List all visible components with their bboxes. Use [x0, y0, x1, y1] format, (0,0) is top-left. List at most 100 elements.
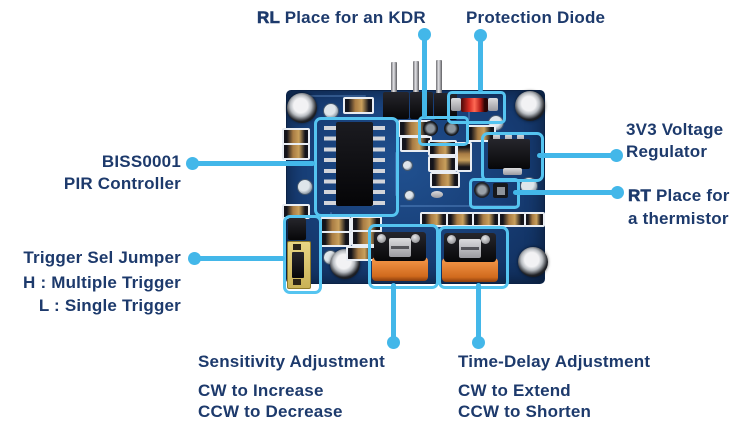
label-sensitivity: Sensitivity Adjustment CW to Increase CC… — [198, 351, 385, 422]
label-rl-text: Place for an KDR — [284, 8, 426, 27]
label-regulator-line2: Regulator — [626, 141, 708, 161]
header-pin — [413, 61, 419, 95]
leader-line-rl — [422, 36, 427, 118]
label-time-delay-sub: CW to Extend CCW to Shorten — [458, 380, 650, 422]
label-rl-prefix: RL — [257, 8, 280, 28]
ic-pins — [324, 126, 337, 208]
solder-pad — [431, 191, 443, 198]
leader-dot — [387, 336, 400, 349]
label-time-delay-line1: CW to Extend — [458, 381, 571, 400]
label-trigger-sub: H : Multiple Trigger L : Single Trigger — [0, 271, 181, 317]
leader-dot — [474, 29, 487, 42]
smd-component — [456, 142, 472, 172]
ic-pins — [372, 126, 385, 208]
highlight-box-protection-diode — [447, 91, 506, 124]
highlight-box-rl — [418, 116, 469, 146]
smd-component — [343, 97, 374, 114]
leader-line-protection-diode — [478, 36, 483, 92]
label-sensitivity-line1: CW to Increase — [198, 381, 324, 400]
leader-line-controller — [192, 161, 315, 166]
smd-component — [282, 143, 310, 160]
highlight-box-jumper — [283, 215, 322, 294]
jumper-pin-slot — [293, 279, 301, 285]
smd-component — [428, 156, 457, 172]
time-delay-potentiometer — [442, 258, 498, 282]
header-pin — [391, 62, 397, 95]
sensitivity-potentiometer — [372, 257, 428, 281]
leader-dot — [186, 157, 199, 170]
label-trigger-title: Trigger Sel Jumper — [23, 248, 181, 267]
leader-dot — [188, 252, 201, 265]
pot-screw-slot — [391, 246, 409, 249]
protection-diode — [461, 98, 488, 112]
smd-component — [524, 212, 545, 227]
smd-component — [430, 172, 460, 188]
label-sensitivity-title: Sensitivity Adjustment — [198, 352, 386, 371]
leader-line-regulator — [537, 153, 614, 158]
rt-pad-square-center — [497, 187, 505, 195]
via-hole — [402, 160, 413, 171]
label-rt-prefix: RT — [628, 186, 652, 206]
label-controller-line2: PIR Controller — [63, 174, 181, 193]
pot-corner-screw — [411, 234, 420, 243]
round-capacitor — [515, 91, 545, 121]
smd-component — [472, 212, 500, 227]
rt-pad-round — [474, 182, 490, 198]
leader-line-jumper — [194, 256, 285, 261]
smd-component — [446, 212, 474, 227]
pcb-trace — [400, 205, 520, 207]
pot-corner-screw — [447, 235, 456, 244]
highlight-box-sensitivity — [368, 224, 439, 289]
pot-corner-screw — [481, 235, 490, 244]
regulator-leg — [517, 134, 524, 142]
smd-component — [320, 231, 351, 247]
diode-pad — [451, 98, 461, 111]
label-rt: RT Place for a thermistor — [628, 184, 730, 230]
label-regulator: 3V3 Voltage Regulator — [626, 119, 723, 162]
label-controller-line1: BISS0001 — [101, 152, 181, 171]
label-rt-line2: a thermistor — [628, 209, 729, 228]
jumper-cap — [292, 252, 304, 278]
label-rl: RL Place for an KDR — [257, 7, 426, 29]
leader-line-rt — [513, 190, 614, 195]
rl-pad-round — [423, 121, 438, 136]
regulator-leg — [505, 134, 512, 142]
pin-header — [383, 92, 409, 119]
leader-dot — [610, 149, 623, 162]
leader-dot — [418, 28, 431, 41]
pcb-trace — [308, 95, 366, 97]
pin-header — [410, 92, 433, 119]
leader-line-sensitivity — [391, 283, 396, 339]
regulator-tab — [503, 168, 522, 175]
highlight-box-regulator — [481, 132, 544, 182]
leader-line-time-delay — [476, 283, 481, 339]
rl-pad-round — [444, 121, 459, 136]
label-rt-line1: RT Place for — [628, 184, 730, 207]
jumper-pin-slot — [293, 244, 301, 250]
pot-screw-slot — [461, 247, 479, 250]
highlight-box-time-delay — [438, 226, 509, 289]
via-hole — [404, 190, 415, 201]
voltage-regulator — [488, 139, 530, 169]
mounting-hole — [297, 179, 313, 195]
diode-pad — [488, 98, 498, 111]
label-time-delay-title: Time-Delay Adjustment — [458, 352, 651, 371]
label-controller: BISS0001 PIR Controller — [0, 151, 181, 195]
smd-component — [498, 212, 526, 227]
leader-dot — [611, 186, 624, 199]
label-regulator-line1: 3V3 Voltage — [626, 120, 724, 139]
label-trigger-line1: H : Multiple Trigger — [23, 273, 181, 292]
label-rt-text: Place for — [656, 186, 730, 205]
label-trigger-line2: L : Single Trigger — [38, 296, 181, 315]
trigger-jumper-top — [288, 218, 306, 240]
leader-dot — [472, 336, 485, 349]
pir-controller-ic — [336, 122, 373, 206]
round-capacitor — [518, 247, 548, 277]
label-sensitivity-sub: CW to Increase CCW to Decrease — [198, 380, 385, 422]
label-protection-diode: Protection Diode — [466, 8, 606, 27]
highlight-box-controller — [314, 117, 399, 217]
label-time-delay: Time-Delay Adjustment CW to Extend CCW t… — [458, 351, 650, 422]
pot-screw — [459, 239, 481, 258]
label-sensitivity-line2: CCW to Decrease — [198, 402, 343, 421]
